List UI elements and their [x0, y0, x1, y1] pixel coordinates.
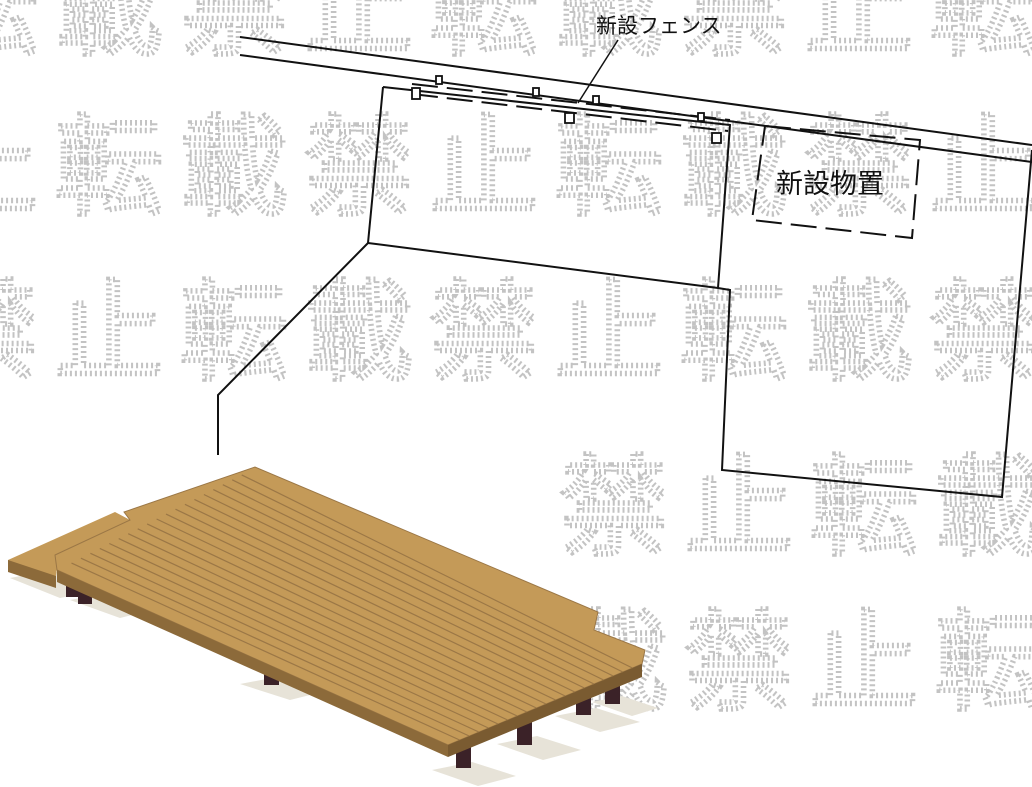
watermark-char: 載 — [55, 0, 163, 71]
plank-line — [222, 484, 614, 677]
house-outline-left — [217, 86, 384, 455]
plank-line — [118, 538, 508, 721]
deck-front-edge — [57, 570, 448, 757]
deck-plank-lines — [71, 474, 633, 741]
watermark-char: 止 — [0, 106, 38, 231]
road-boundary-line-outer — [239, 36, 1032, 146]
watermark-char: 転 — [555, 106, 663, 231]
watermark-char: 載 — [805, 271, 913, 396]
watermark-char: 禁 — [180, 0, 288, 71]
plank-line — [175, 508, 566, 697]
watermark-char: 止 — [930, 106, 1032, 231]
plank-line — [137, 528, 528, 713]
watermark-char: 禁 — [560, 446, 668, 571]
fence-post — [532, 87, 540, 97]
storage-label: 新設物置 — [776, 169, 884, 200]
watermark-char: 載 — [305, 271, 413, 396]
fence-post — [711, 132, 722, 144]
deck-side-edge — [448, 664, 642, 757]
plank-line — [109, 542, 499, 725]
watermark-char: 止 — [810, 601, 918, 726]
footing — [497, 736, 581, 760]
deck-step-top — [8, 512, 130, 576]
plank-line — [165, 513, 556, 701]
deck-step-edge — [8, 560, 56, 588]
watermark-char: 転 — [930, 0, 1032, 71]
watermark-char: 転 — [810, 446, 918, 571]
plank-line — [241, 474, 633, 669]
watermark-char: 禁 — [305, 106, 413, 231]
new-storage-shed: 新設物置 — [750, 124, 922, 240]
wood-deck-illustration — [8, 466, 658, 786]
fence-post — [435, 75, 443, 85]
watermark-char: 禁 — [685, 601, 793, 726]
plank-line — [90, 552, 480, 733]
watermark-char: 禁 — [930, 271, 1032, 396]
new-fence — [411, 39, 731, 144]
plank-line — [203, 493, 595, 685]
plank-line — [231, 479, 624, 673]
watermark-char: 禁 — [680, 0, 788, 71]
watermark-char: 止 — [805, 0, 913, 71]
watermark-char: 載 — [935, 446, 1032, 571]
plank-line — [184, 503, 576, 693]
watermark-char: 載 — [555, 0, 663, 71]
fence-post — [564, 112, 575, 124]
watermark-char: 転 — [680, 271, 788, 396]
watermark-char: 禁 — [0, 271, 38, 396]
fence-label: 新設フェンス — [596, 14, 722, 38]
house-outline-top-right — [382, 86, 732, 289]
fence-dashed-line-top — [411, 83, 731, 121]
watermark-char: 載 — [680, 106, 788, 231]
fence-post — [697, 112, 705, 122]
plank-line — [213, 489, 604, 681]
watermark-char: 禁 — [430, 271, 538, 396]
plank-line — [156, 518, 547, 705]
storage-dashed-outline — [750, 124, 922, 240]
fence-post — [592, 95, 600, 105]
watermark-char: 転 — [55, 106, 163, 231]
watermark-char: 止 — [305, 0, 413, 71]
plank-line — [99, 547, 489, 729]
watermark-char: 転 — [0, 0, 38, 71]
watermark-char: 転 — [180, 271, 288, 396]
plank-line — [194, 498, 585, 689]
fence-leader-line — [577, 39, 619, 104]
plank-line — [146, 523, 537, 709]
watermark-char: 止 — [430, 106, 538, 231]
watermark-char: 止 — [55, 271, 163, 396]
footing — [432, 762, 516, 786]
watermark-char: 転 — [430, 0, 538, 71]
house-outline-lower — [367, 149, 1032, 499]
watermark-char: 止 — [685, 446, 793, 571]
plank-line — [80, 557, 470, 737]
fence-post — [411, 87, 421, 100]
watermark-char: 載 — [180, 106, 288, 231]
watermark-char: 転 — [935, 601, 1032, 726]
plank-line — [127, 533, 518, 717]
plank-line — [71, 562, 460, 741]
watermark-char: 止 — [555, 271, 663, 396]
